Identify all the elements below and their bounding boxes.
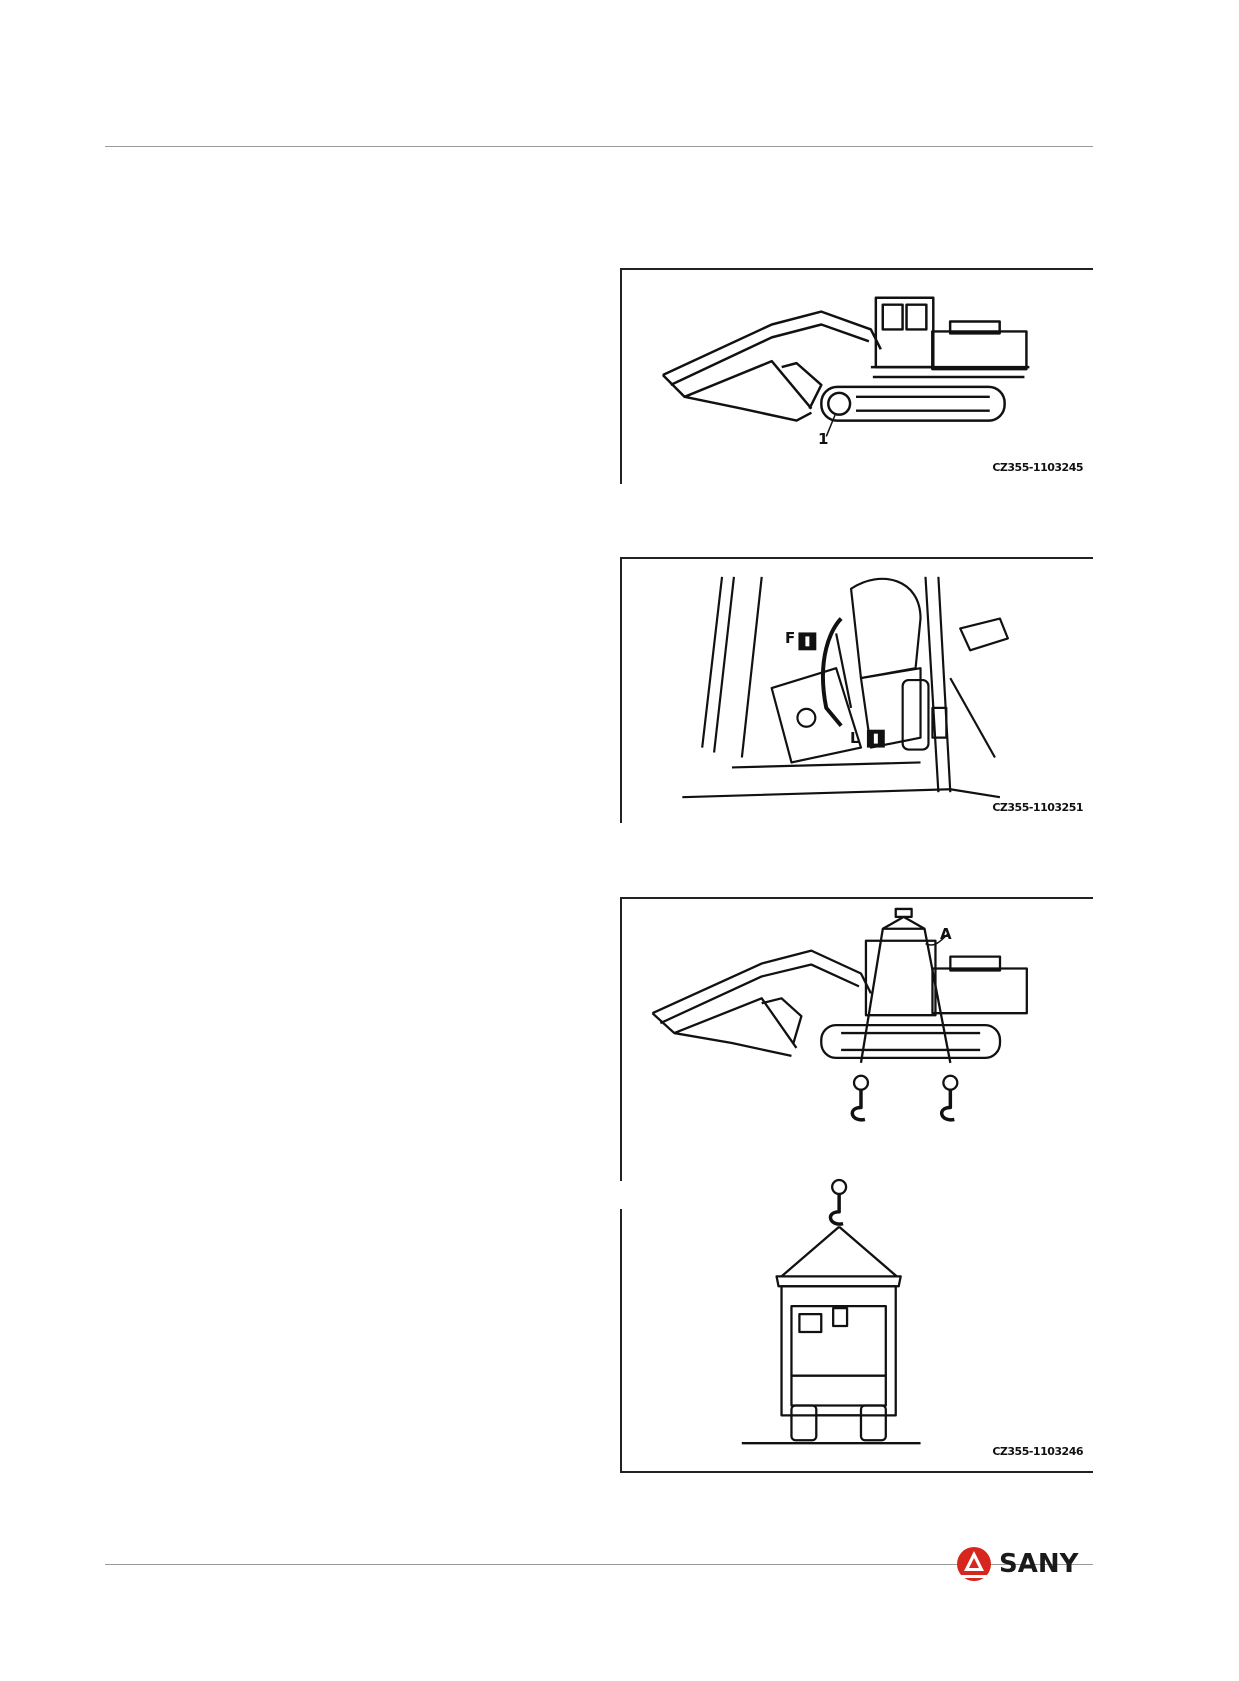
callout-l-lock: L [850, 729, 860, 747]
figure-code: CZ355-1103246 [992, 1445, 1083, 1458]
figure-excavator-side: 1 CZ355-1103245 [620, 268, 1093, 484]
excavator-side-drawing [661, 296, 1030, 437]
brand-wordmark: SANY [999, 1549, 1079, 1579]
sany-logo: SANY [955, 1545, 1095, 1583]
callout-1: 1 [818, 430, 829, 448]
cab-interior-drawing [682, 576, 1009, 799]
header-rule [105, 146, 1093, 147]
sany-triangle-logo-icon [957, 1547, 991, 1581]
lifting-drawing [651, 907, 1028, 1445]
callout-f-free: F [785, 629, 796, 647]
frame-gap [619, 1181, 625, 1209]
figure-code: CZ355-1103245 [992, 461, 1083, 474]
figure-lifting-machine: A CZ355-1103246 [619, 897, 1093, 1473]
callout-a: A [940, 925, 952, 943]
figure-cab-interior: F L CZ355-1103251 [620, 557, 1093, 823]
figure-code: CZ355-1103251 [992, 801, 1083, 814]
footer-rule [105, 1564, 1093, 1565]
